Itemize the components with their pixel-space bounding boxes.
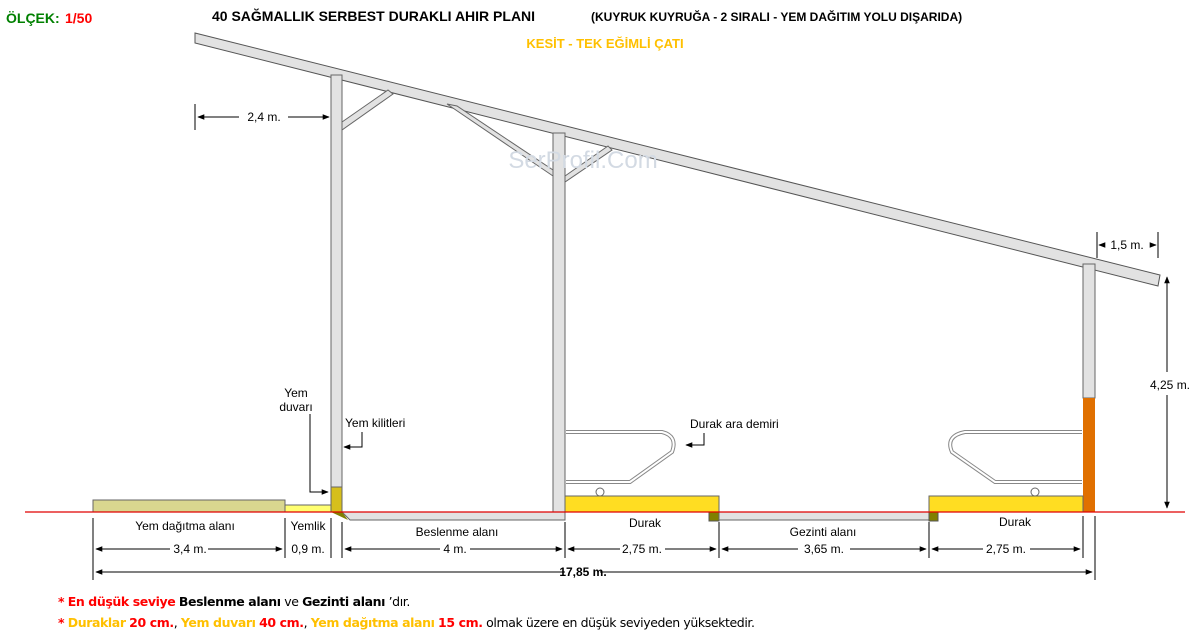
roof — [194, 32, 1161, 287]
feeding-floor — [340, 511, 566, 521]
callout-stall-divider: Durak ara demiri — [690, 417, 779, 431]
dim-feed-road: 3,4 m. — [173, 542, 206, 556]
bullet: * — [58, 594, 65, 609]
note-1: * En düşük seviye Beslenme alanı ve Gezi… — [58, 594, 410, 609]
column-middle — [552, 132, 566, 513]
curb — [928, 511, 939, 522]
callout-feed-wall-1: Yem — [284, 386, 308, 400]
note-feed-wall-height: 40 cm. — [259, 615, 304, 630]
trough-floor — [284, 504, 332, 513]
area-feeding: Beslenme alanı — [416, 525, 499, 539]
note-2: * Duraklar 20 cm., Yem duvarı 40 cm., Ye… — [58, 615, 755, 630]
dim-stall-2: 2,75 m. — [986, 542, 1026, 556]
area-stall-1: Durak — [629, 516, 662, 530]
note-feed-wall: Yem duvarı — [180, 615, 256, 630]
scale-label: ÖLÇEK: — [6, 10, 60, 26]
stall-2 — [928, 495, 1084, 513]
area-stall-2: Durak — [999, 515, 1032, 529]
area-feed-road: Yem dağıtma alanı — [135, 519, 235, 533]
stall-divider-2 — [948, 430, 1082, 484]
note-alley-area: Gezinti alanı — [302, 594, 386, 609]
stall-1 — [564, 495, 720, 513]
dim-total: 17,85 m. — [559, 565, 606, 579]
column-right — [1082, 263, 1096, 399]
dim-feeding: 4 m. — [443, 542, 466, 556]
area-alley: Gezinti alanı — [790, 525, 857, 539]
page-title: 40 SAĞMALLIK SERBEST DURAKLI AHIR PLANI — [212, 7, 535, 24]
dim-overhang-right: 1,5 m. — [1110, 238, 1143, 252]
neck-rail — [1030, 487, 1040, 497]
roof-brace — [341, 89, 394, 131]
curb — [708, 511, 720, 522]
alley-floor — [718, 511, 930, 521]
area-trough: Yemlik — [291, 519, 327, 533]
note-suffix: ’dır. — [388, 594, 411, 609]
feed-road-floor — [92, 499, 286, 513]
dim-alley: 3,65 m. — [804, 542, 844, 556]
dim-height: 4,25 m. — [1150, 378, 1190, 392]
section-title: KESİT - TEK EĞİMLİ ÇATI — [526, 36, 683, 51]
note-suffix: olmak üzere en düşük seviyeden yüksekted… — [486, 615, 755, 630]
dim-trough: 0,9 m. — [291, 542, 324, 556]
page-subtitle: (KUYRUK KUYRUĞA - 2 SIRALI - YEM DAĞITIM… — [591, 9, 962, 24]
feed-wall-footing — [331, 512, 348, 520]
scale-value: 1/50 — [65, 10, 92, 26]
column-right-base — [1083, 398, 1095, 512]
callout-feed-wall-2: duvarı — [279, 400, 312, 414]
note-feeding-area: Beslenme alanı — [178, 594, 281, 609]
note-stalls-height: 20 cm. — [129, 615, 174, 630]
note-feed-road: Yem dağıtma alanı — [310, 615, 435, 630]
note-and: ve — [280, 594, 303, 609]
bullet: * — [58, 615, 65, 630]
dim-stall-1: 2,75 m. — [622, 542, 662, 556]
note-lowest-level: En düşük seviye — [67, 594, 176, 609]
dim-overhang-left: 2,4 m. — [247, 110, 280, 124]
column-left — [330, 74, 343, 488]
note-stalls: Duraklar — [67, 615, 126, 630]
callout-headlocks: Yem kilitleri — [345, 416, 405, 430]
watermark: SerProfil.Com — [508, 147, 657, 174]
note-feed-road-height: 15 cm. — [438, 615, 483, 630]
neck-rail — [595, 487, 605, 497]
feed-wall — [330, 486, 343, 513]
stall-divider-1 — [566, 430, 676, 484]
